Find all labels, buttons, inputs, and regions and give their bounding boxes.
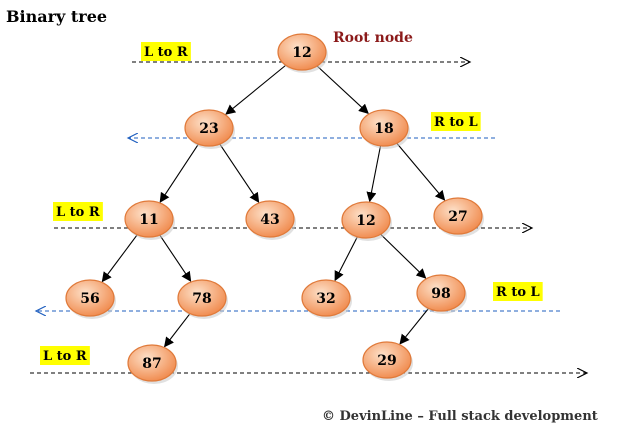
node-circle <box>124 200 174 238</box>
node-value: 43 <box>260 212 279 228</box>
node-circle <box>359 109 409 147</box>
edge-n78-n87 <box>163 313 191 348</box>
node-value: 78 <box>192 291 211 307</box>
tree-node-n27: 27 <box>433 197 484 237</box>
copyright-text: © DevinLine – Full stack development <box>322 409 598 424</box>
tree-node-n12b: 12 <box>341 201 392 241</box>
node-circle <box>433 197 483 235</box>
node-circle <box>184 109 234 147</box>
tree-node-n11: 11 <box>124 200 175 240</box>
node-circle <box>177 279 227 317</box>
edge-n98-n29 <box>399 308 430 345</box>
traversal-label-text: L to R <box>43 349 87 364</box>
node-value: 29 <box>377 353 396 369</box>
tree-node-n29: 29 <box>362 341 413 381</box>
node-value: 23 <box>199 121 218 137</box>
node-value: 18 <box>374 121 393 137</box>
label-highlight <box>431 112 481 131</box>
traversal-layer: L to R R to L L to R R to L L to R <box>30 42 587 373</box>
traversal-label-text: L to R <box>144 45 188 60</box>
label-highlight <box>493 282 543 301</box>
tree-node-n32: 32 <box>301 279 352 319</box>
node-circle <box>301 279 351 317</box>
tree-node-n12a: 12 <box>277 33 328 73</box>
traversal-label-text: R to L <box>434 115 478 130</box>
node-value: 98 <box>431 286 450 302</box>
label-highlight <box>40 346 90 365</box>
node-circle <box>362 341 412 379</box>
traversal-label-text: R to L <box>496 285 540 300</box>
node-circle <box>65 279 115 317</box>
edge-n23-n43 <box>219 143 260 203</box>
traversal-label-5: L to R <box>40 346 90 365</box>
edge-n18-n27 <box>396 142 446 201</box>
node-circle <box>277 33 327 71</box>
node-value: 12 <box>292 45 311 61</box>
node-value: 27 <box>448 209 467 225</box>
edge-n23-n11 <box>159 143 199 203</box>
label-highlight <box>141 42 191 61</box>
tree-node-n18: 18 <box>359 109 410 149</box>
edge-n18-n12b <box>366 145 382 203</box>
diagram-title: Binary tree <box>6 7 107 26</box>
node-circle <box>416 274 466 312</box>
edge-n12a-n18 <box>316 65 369 115</box>
edge-n11-n56 <box>101 234 138 283</box>
node-value: 12 <box>356 213 375 229</box>
root-node-label: Root node <box>333 30 413 46</box>
traversal-label-3: L to R <box>53 202 103 221</box>
tree-node-n78: 78 <box>177 279 228 319</box>
edge-n11-n78 <box>159 234 192 282</box>
label-highlight <box>53 202 103 221</box>
traversal-label-1: L to R <box>141 42 191 61</box>
node-circle <box>127 344 177 382</box>
traversal-label-4: R to L <box>493 282 543 301</box>
tree-node-n98: 98 <box>416 274 467 314</box>
edge-n12a-n23 <box>225 64 287 115</box>
tree-node-n23: 23 <box>184 109 235 149</box>
node-circle <box>245 200 295 238</box>
node-value: 87 <box>142 356 161 372</box>
tree-node-n87: 87 <box>127 344 178 384</box>
node-circle <box>341 201 391 239</box>
node-value: 32 <box>316 291 335 307</box>
tree-node-n56: 56 <box>65 279 116 319</box>
traversal-label-text: L to R <box>56 205 100 220</box>
edge-n12b-n98 <box>380 233 427 279</box>
edge-layer <box>101 64 446 348</box>
tree-node-n43: 43 <box>245 200 296 240</box>
node-value: 11 <box>139 212 158 228</box>
traversal-label-2: R to L <box>431 112 481 131</box>
node-layer: 12 23 18 11 43 12 27 56 78 32 98 87 29 <box>65 33 484 384</box>
node-value: 56 <box>80 291 99 307</box>
edge-n12b-n32 <box>334 236 358 282</box>
